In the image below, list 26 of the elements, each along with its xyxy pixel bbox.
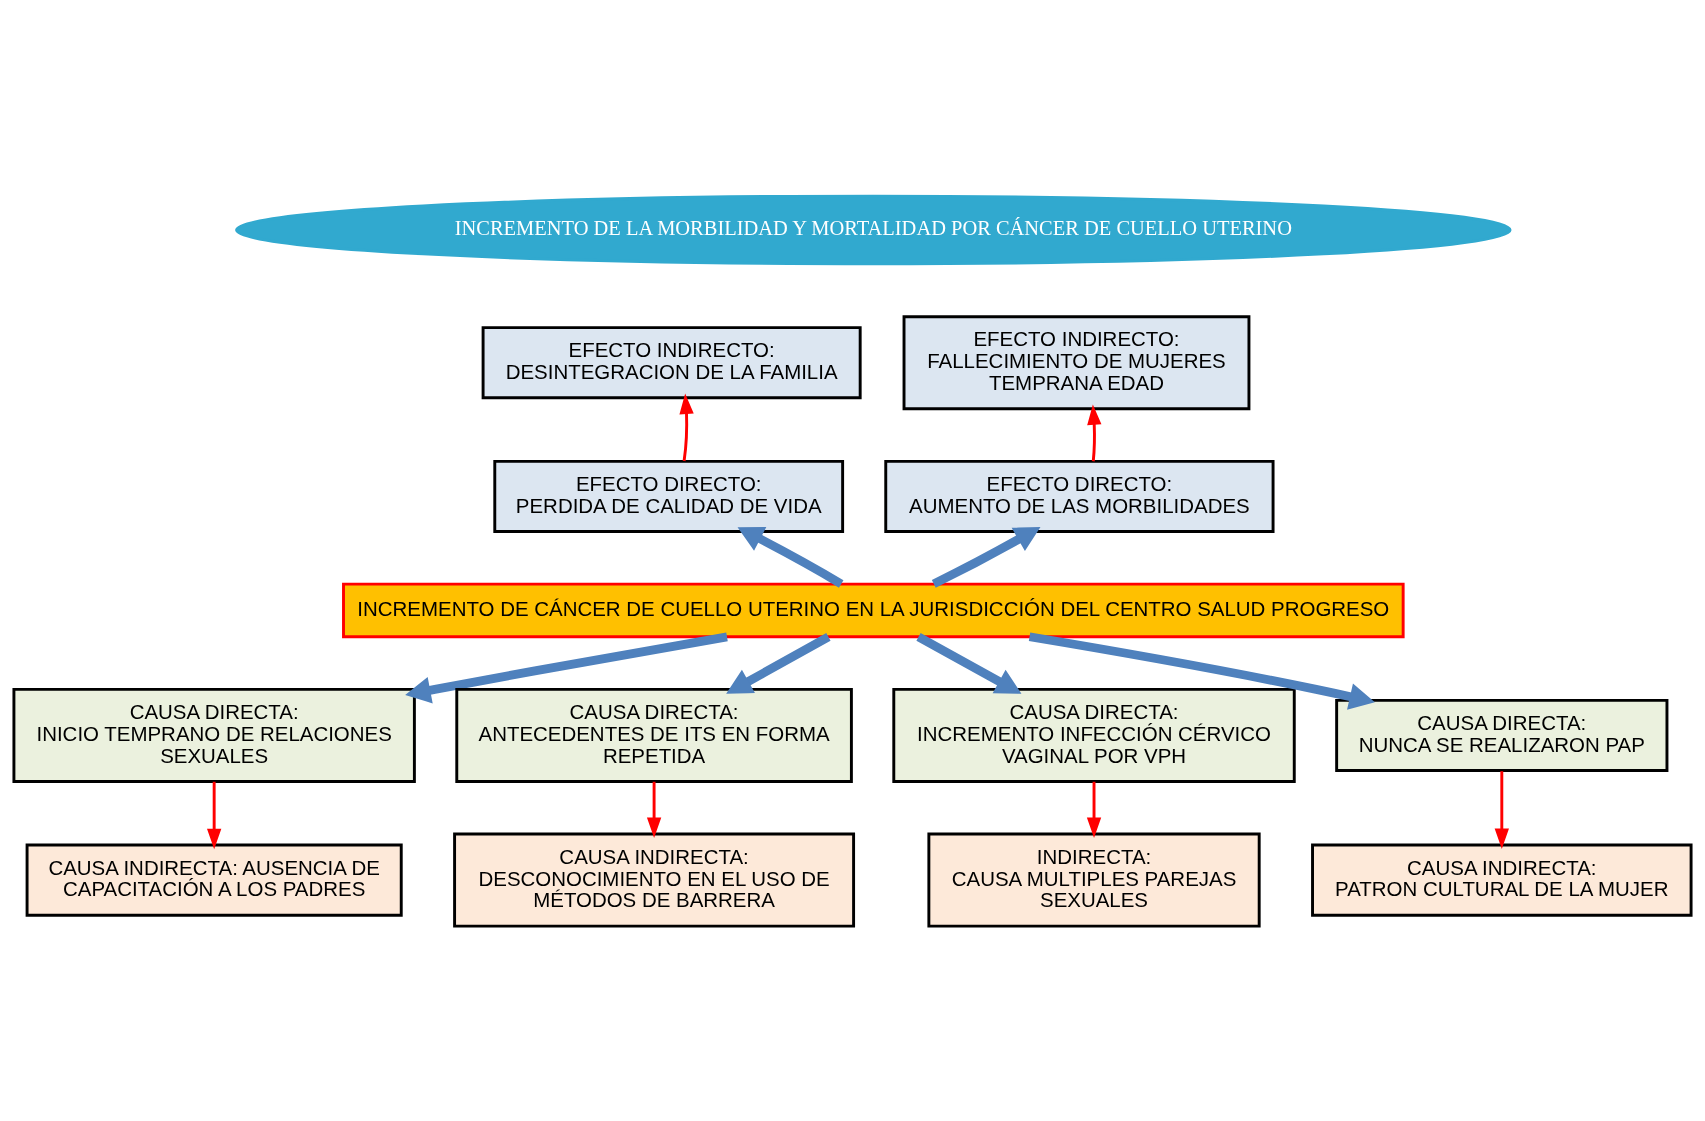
node-box: EFECTO DIRECTO: AUMENTO DE LAS MORBILIDADES [884,459,1275,533]
node-box: INDIRECTA: CAUSA MULTIPLES PAREJAS SEXUALES [927,832,1261,928]
arrow [405,632,728,703]
node-box: CAUSA INDIRECTA: DESCONOCIMIENTO EN EL USO DE MÉTODOS DE BARRERA [453,832,856,928]
node-box: EFECTO INDIRECTO: FALLECIMIENTO DE MUJERES TEMPRANA EDAD [902,314,1251,410]
node-box: EFECTO INDIRECTO: DESINTEGRACION DE LA FAMILIA [481,325,862,399]
arrow [726,632,831,694]
node-box: INCREMENTO DE CÁNCER DE CUELLO UTERINO EN LA JURISDICCIÓN DEL CENTRO SALUD PROGRESO [342,582,1405,638]
node-box: CAUSA DIRECTA: INCREMENTO INFECCIÓN CÉRVICO VAGINAL POR VPH [892,687,1296,783]
node-box: EFECTO DIRECTO: PERDIDA DE CALIDAD DE VIDA [493,459,845,533]
node-box: CAUSA DIRECTA: ANTECEDENTES DE ITS EN FORMA REPETIDA [455,687,853,783]
arrow [916,632,1022,694]
arrow [737,526,844,588]
arrow [646,781,662,838]
arrow [1494,770,1509,849]
node-box: CAUSA INDIRECTA: PATRON CULTURAL DE LA MUJER [1311,843,1693,917]
arrow [931,526,1041,588]
arrow [1028,631,1375,710]
arrow [1087,403,1102,461]
node-box: CAUSA INDIRECTA: AUSENCIA DE CAPACITACIÓN A LOS PADRES [25,843,403,917]
arrow [679,392,694,461]
arrow [1086,781,1102,838]
node-box: CAUSA DIRECTA: INICIO TEMPRANO DE RELACIONES SEXUALES [12,687,416,783]
node-ellipse: INCREMENTO DE LA MORBILIDAD Y MORTALIDAD POR CÁNCER DE CUELLO UTERINO [235,194,1512,265]
arrow [207,781,222,849]
node-box: CAUSA DIRECTA: NUNCA SE REALIZARON PAP [1335,698,1669,772]
